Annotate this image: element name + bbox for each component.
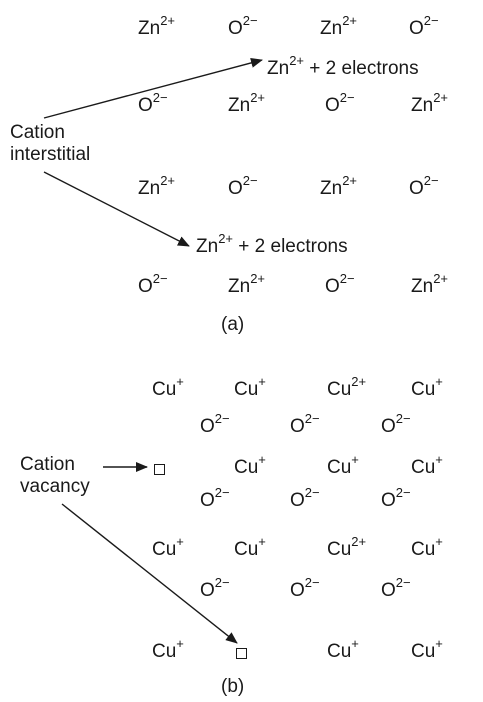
ion-b-r3-c2: O2− xyxy=(381,484,411,511)
ion-b-r3-c1: O2− xyxy=(290,484,320,511)
ion-b-r2-c3: Cu+ xyxy=(411,451,443,478)
ion-b-r3-c0: O2− xyxy=(200,484,230,511)
label-cation-interstitial-line2: interstitial xyxy=(10,144,91,165)
ion-b-r5-c2: O2− xyxy=(381,574,411,601)
ion-b-r1-c1: O2− xyxy=(290,410,320,437)
interstitial-ion-lower: Zn2+ + 2 electrons xyxy=(196,230,348,257)
label-cation-interstitial-line1: Cation xyxy=(10,122,65,143)
ion-a-r3-c2: O2− xyxy=(325,270,355,297)
interstitial-arrow-lower xyxy=(43,171,190,247)
ion-b-r4-c3: Cu+ xyxy=(411,533,443,560)
ion-b-r0-c0: Cu+ xyxy=(152,373,184,400)
vacancy-arrow-lower xyxy=(61,503,238,644)
ion-a-r3-c0: O2− xyxy=(138,270,168,297)
ion-b-r5-c1: O2− xyxy=(290,574,320,601)
ion-b-r0-c1: Cu+ xyxy=(234,373,266,400)
ion-a-r3-c3: Zn2+ xyxy=(411,270,449,297)
ion-b-r2-c2: Cu+ xyxy=(327,451,359,478)
ion-a-r0-c0: Zn2+ xyxy=(138,12,176,39)
ion-a-r2-c2: Zn2+ xyxy=(320,172,358,199)
ion-b-r6-c0: Cu+ xyxy=(152,635,184,662)
ion-b-r4-c1: Cu+ xyxy=(234,533,266,560)
ion-a-r2-c1: O2− xyxy=(228,172,258,199)
vacancy-site-r2-c0 xyxy=(154,464,165,475)
interstitial-ion-upper: Zn2+ + 2 electrons xyxy=(267,52,419,79)
ion-b-r4-c2: Cu2+ xyxy=(327,533,367,560)
ion-a-r1-c0: O2− xyxy=(138,89,168,116)
label-cation-vacancy-line2: vacancy xyxy=(20,476,90,497)
ion-a-r0-c2: Zn2+ xyxy=(320,12,358,39)
ion-b-r0-c3: Cu+ xyxy=(411,373,443,400)
caption-b: (b) xyxy=(221,676,245,697)
ion-b-r0-c2: Cu2+ xyxy=(327,373,367,400)
interstitial-arrow-upper xyxy=(43,57,263,119)
ion-a-r1-c3: Zn2+ xyxy=(411,89,449,116)
ion-b-r6-c2: Cu+ xyxy=(327,635,359,662)
ion-a-r1-c1: Zn2+ xyxy=(228,89,266,116)
label-cation-vacancy-line1: Cation xyxy=(20,454,75,475)
ion-a-r2-c0: Zn2+ xyxy=(138,172,176,199)
ion-b-r1-c2: O2− xyxy=(381,410,411,437)
ion-a-r0-c3: O2− xyxy=(409,12,439,39)
caption-a: (a) xyxy=(221,314,245,335)
ion-b-r5-c0: O2− xyxy=(200,574,230,601)
ion-a-r1-c2: O2− xyxy=(325,89,355,116)
ion-a-r2-c3: O2− xyxy=(409,172,439,199)
ion-b-r6-c3: Cu+ xyxy=(411,635,443,662)
ion-a-r0-c1: O2− xyxy=(228,12,258,39)
ion-a-r3-c1: Zn2+ xyxy=(228,270,266,297)
ion-b-r4-c0: Cu+ xyxy=(152,533,184,560)
ion-b-r2-c1: Cu+ xyxy=(234,451,266,478)
vacancy-site-r6-c1 xyxy=(236,648,247,659)
ion-b-r1-c0: O2− xyxy=(200,410,230,437)
